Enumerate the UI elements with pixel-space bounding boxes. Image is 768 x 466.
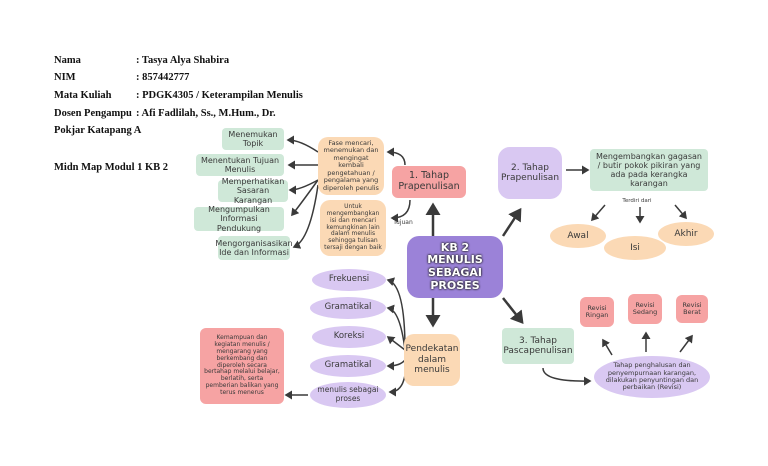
revisi-ringan: Revisi Ringan <box>580 297 614 327</box>
tahap-1-node: 1. Tahap Prapenulisan <box>392 166 466 198</box>
matkul-value: : PDGK4305 / Keterampilan Menulis <box>136 90 303 101</box>
prapenulisan-item-5: Mengorganisasikan Ide dan Informasi <box>215 236 293 260</box>
dosen-label: Dosen Pengampu <box>54 108 132 119</box>
nama-row: Nama : Tasya Alya Shabira <box>54 55 229 66</box>
tujuan-label: Tujuan <box>393 218 413 226</box>
pendekatan-node: Pendekatan dalam menulis <box>404 334 460 386</box>
nim-value: : 857442777 <box>136 72 190 83</box>
center-line-1: KB 2 <box>440 240 470 254</box>
pendekatan-desc: Kemampuan dan kegiatan menulis / mengara… <box>200 328 284 404</box>
prapenulisan-item-4: Mengumpulkan Informasi Pendukung <box>194 205 284 233</box>
pendekatan-item-1: Frekuensi <box>312 269 386 291</box>
matkul-row: Mata Kuliah : PDGK4305 / Keterampilan Men… <box>54 90 303 101</box>
pokjar: Pokjar Katapang A <box>54 125 142 136</box>
mindmap-subtitle: Midn Map Modul 1 KB 2 <box>54 162 169 173</box>
tahap-3-desc: Tahap penghalusan dan penyempurnaan kara… <box>594 356 710 398</box>
pendekatan-item-3: Koreksi <box>312 326 386 348</box>
revisi-sedang: Revisi Sedang <box>628 294 662 324</box>
prapenulisan-item-1: Menemukan Topik <box>222 128 284 150</box>
nim-row: NIM : 857442777 <box>54 72 189 83</box>
matkul-label: Mata Kuliah <box>54 90 112 101</box>
tahap-2-node: 2. Tahap Prapenulisan <box>498 147 562 199</box>
center-line-3: PROSES <box>430 278 480 292</box>
center-line-2: MENULIS SEBAGAI <box>427 253 483 279</box>
nim-label: NIM <box>54 72 76 83</box>
prapenulisan-item-2: Menentukan Tujuan Menulis <box>196 154 284 176</box>
nama-value: : Tasya Alya Shabira <box>136 55 230 66</box>
prapenulisan-item-3: Memperhatikan Sasaran Karangan <box>218 177 288 205</box>
center-topic: KB 2 MENULIS SEBAGAI PROSES <box>407 236 503 298</box>
nama-label: Nama <box>54 55 81 66</box>
part-akhir: Akhir <box>658 222 714 246</box>
part-awal: Awal <box>550 224 606 248</box>
revisi-berat: Revisi Berat <box>676 295 708 323</box>
pendekatan-item-5: menulis sebagai proses <box>310 382 386 408</box>
pendekatan-item-2: Gramatikal <box>310 297 386 319</box>
fase-node: Fase mencari, menemukan dan mengingat ke… <box>318 137 384 195</box>
tahap-2-desc: Mengembangkan gagasan / butir pokok piki… <box>590 149 708 191</box>
dosen-value: : Afi Fadlilah, Ss., M.Hum., Dr. <box>136 108 276 119</box>
part-isi: Isi <box>604 236 666 260</box>
tahap-3-node: 3. Tahap Pascapenulisan <box>502 328 574 364</box>
dosen-row: Dosen Pengampu : Afi Fadlilah, Ss., M.Hum… <box>54 108 276 119</box>
untuk-node: Untuk mengembangkan isi dan mencari kemu… <box>320 200 386 256</box>
terdiri-dari-label: Terdiri dari <box>622 197 652 204</box>
pendekatan-item-4: Gramatikal <box>310 355 386 377</box>
